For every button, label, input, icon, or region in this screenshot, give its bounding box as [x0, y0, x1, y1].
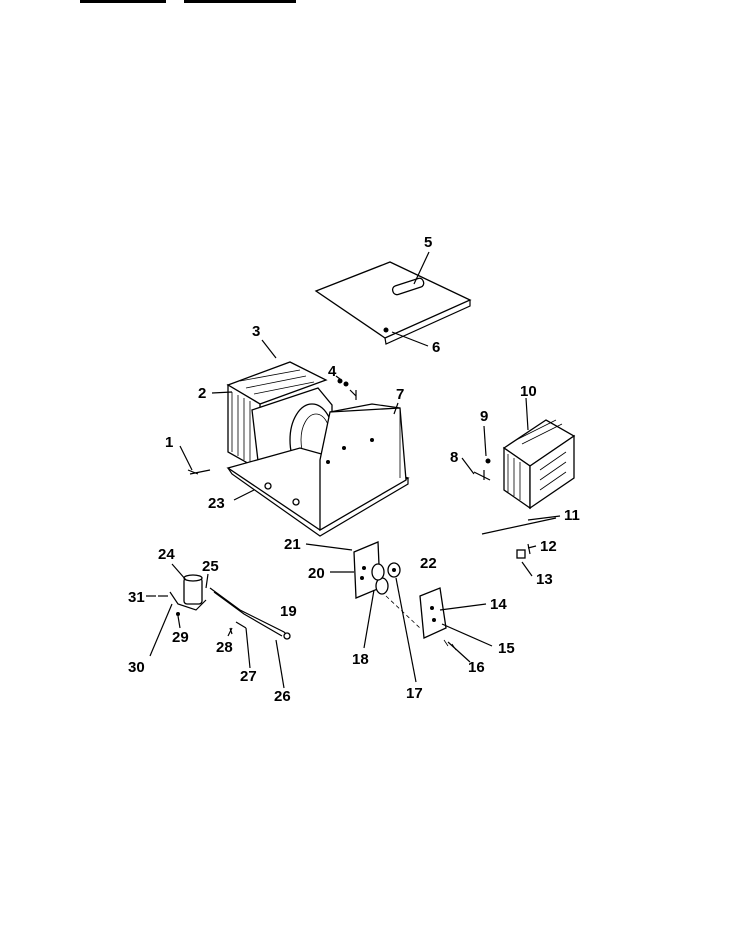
callout-1: 1	[165, 434, 173, 451]
callout-3: 3	[252, 323, 260, 340]
callout-28: 28	[216, 639, 233, 656]
switch-18	[371, 563, 389, 595]
callout-17: 17	[406, 685, 423, 702]
callout-29: 29	[172, 629, 189, 646]
callout-labels: 1 2 3 4 5 6 7 8 9 10 11 12 13 14 15 16 1…	[128, 234, 580, 705]
drain-tube	[187, 469, 211, 475]
callout-6: 6	[432, 339, 440, 356]
callout-7: 7	[396, 386, 404, 403]
callout-30: 30	[128, 659, 145, 676]
screws-4	[337, 378, 357, 400]
callout-25: 25	[202, 558, 219, 575]
knob-17	[387, 562, 401, 578]
callout-2: 2	[198, 385, 206, 402]
callout-24: 24	[158, 546, 175, 563]
callout-11: 11	[564, 507, 580, 524]
callout-23: 23	[208, 495, 225, 512]
capacitor	[183, 574, 203, 605]
callout-10: 10	[520, 383, 537, 400]
capacitor-bracket	[158, 591, 207, 616]
callout-15: 15	[498, 640, 515, 657]
callout-31: 31	[128, 589, 145, 606]
callout-21: 21	[284, 536, 301, 553]
condenser-coil	[502, 419, 576, 510]
partition-bulkhead	[319, 403, 407, 532]
top-cover-panel	[314, 261, 472, 345]
control-panel	[419, 587, 457, 651]
callout-20: 20	[308, 565, 325, 582]
callout-12: 12	[540, 538, 557, 555]
callout-22: 22	[420, 555, 437, 572]
tubing	[209, 587, 291, 640]
callout-27: 27	[240, 668, 257, 685]
callout-4: 4	[328, 363, 337, 380]
wire-11	[481, 517, 557, 535]
callout-9: 9	[480, 408, 488, 425]
condenser-bracket	[473, 458, 491, 481]
callout-5: 5	[424, 234, 432, 251]
callout-18: 18	[352, 651, 369, 668]
header-rules	[80, 0, 296, 3]
callout-16: 16	[468, 659, 485, 676]
callout-8: 8	[450, 449, 458, 466]
callout-14: 14	[490, 596, 507, 613]
fitting-12-13	[516, 543, 531, 559]
leader-lines	[146, 251, 561, 689]
callout-19: 19	[280, 603, 297, 620]
evaporator-coil	[226, 361, 328, 472]
callout-26: 26	[274, 688, 291, 705]
callout-13: 13	[536, 571, 553, 588]
